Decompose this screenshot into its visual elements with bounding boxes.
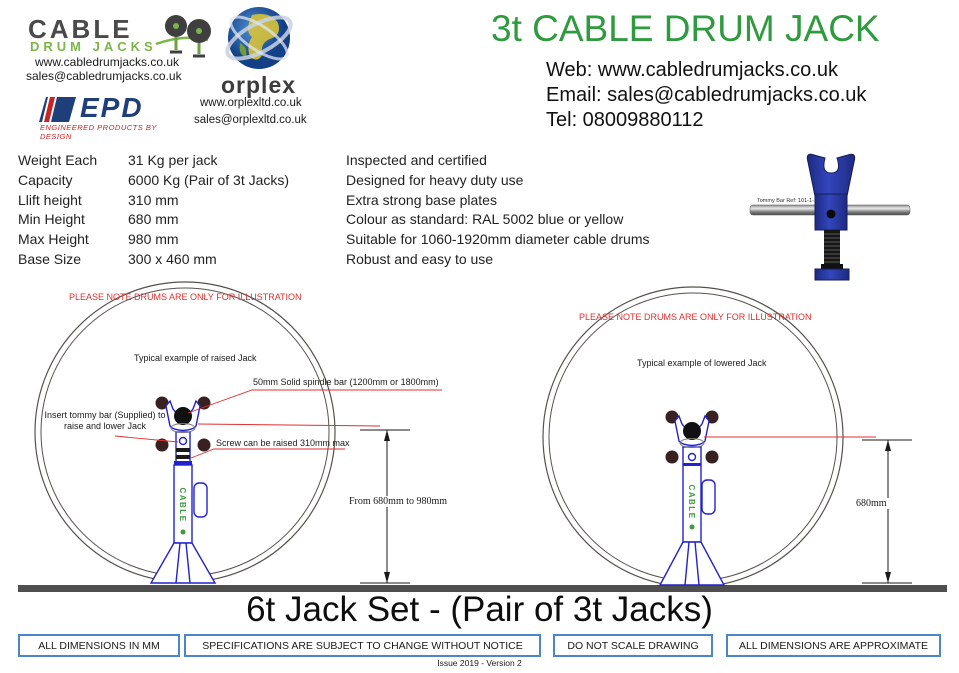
- left-jack-decal: CABLE: [178, 487, 187, 522]
- feature-item: Extra strong base plates: [346, 191, 497, 208]
- logo-cable-text: CABLE: [28, 14, 133, 44]
- product-photo: Tommy Bar Ref: 101-1-1: [745, 148, 955, 288]
- annotation-tommy-bar: Insert tommy bar (Supplied) to raise and…: [44, 410, 166, 431]
- epd-flag-icon: [39, 97, 76, 122]
- issue-version: Issue 2019 - Version 2: [437, 658, 522, 668]
- photo-caption: Tommy Bar Ref: 101-1-1: [757, 198, 817, 204]
- page-title: 3t CABLE DRUM JACK: [491, 8, 880, 49]
- annotation-screw: Screw can be raised 310mm max: [216, 438, 350, 448]
- right-dimension-label: 680mm: [854, 498, 889, 509]
- red-leader-lines: [114, 389, 876, 459]
- right-drawing-caption: Typical example of lowered Jack: [637, 358, 767, 368]
- annotation-spindle-bar: 50mm Solid spindle bar (1200mm or 1800mm…: [253, 377, 439, 387]
- right-jack-decal: CABLE: [687, 484, 696, 519]
- footer-box-do-not-scale: DO NOT SCALE DRAWING: [553, 634, 713, 657]
- logo-drum-jacks-text: DRUM JACKS: [30, 39, 157, 54]
- feature-item: Robust and easy to use: [346, 250, 494, 267]
- orplex-email: sales@orplexltd.co.uk: [194, 114, 307, 126]
- globe-icon: [225, 7, 293, 69]
- contact-block: Web: www.cabledrumjacks.co.uk Email: sal…: [546, 58, 866, 133]
- left-spindle-end: [174, 407, 192, 425]
- left-drawing-caption: Typical example of raised Jack: [134, 353, 257, 363]
- left-dimension-label: From 680mm to 980mm: [347, 496, 450, 507]
- technical-drawings: CABLE CABLE: [0, 280, 959, 592]
- footer-box-approximate: ALL DIMENSIONS ARE APPROXIMATE: [726, 634, 941, 657]
- footer-box-specifications: SPECIFICATIONS ARE SUBJECT TO CHANGE WIT…: [184, 634, 541, 657]
- drawings-canvas: CABLE CABLE: [18, 281, 947, 592]
- feature-list: Inspected and certified Designed for hea…: [346, 151, 650, 270]
- feature-item: Colour as standard: RAL 5002 blue or yel…: [346, 211, 624, 228]
- orplex-name: orplex: [221, 72, 297, 98]
- orplex-web: www.orplexltd.co.uk: [200, 97, 302, 109]
- jack-head-image: [749, 153, 911, 281]
- contact-tel: Tel: 08009880112: [546, 109, 704, 131]
- contact-web: Web: www.cabledrumjacks.co.uk: [546, 59, 838, 81]
- epd-name: EPD: [80, 92, 144, 123]
- drum-icons: [155, 15, 211, 58]
- illustration-note-left: PLEASE NOTE DRUMS ARE ONLY FOR ILLUSTRAT…: [69, 292, 302, 302]
- sheet-title: 6t Jack Set - (Pair of 3t Jacks): [246, 590, 713, 629]
- contact-email: Email: sales@cabledrumjacks.co.uk: [546, 84, 867, 106]
- right-spindle-end: [683, 422, 701, 440]
- epd-tagline: ENGINEERED PRODUCTS BY DESIGN: [40, 123, 157, 141]
- footer-box-dimensions-mm: ALL DIMENSIONS IN MM: [18, 634, 180, 657]
- left-jack-drawing: [149, 399, 217, 584]
- feature-item: Inspected and certified: [346, 152, 487, 168]
- logo-cdj-web: www.cabledrumjacks.co.uk: [35, 55, 180, 69]
- feature-item: Suitable for 1060-1920mm diameter cable …: [346, 231, 650, 248]
- logo-cdj-email: sales@cabledrumjacks.co.uk: [26, 69, 182, 83]
- ground-line: [18, 585, 947, 592]
- illustration-note-right: PLEASE NOTE DRUMS ARE ONLY FOR ILLUSTRAT…: [579, 312, 812, 322]
- right-dimension-line: [862, 439, 912, 584]
- feature-item: Designed for heavy duty use: [346, 171, 524, 188]
